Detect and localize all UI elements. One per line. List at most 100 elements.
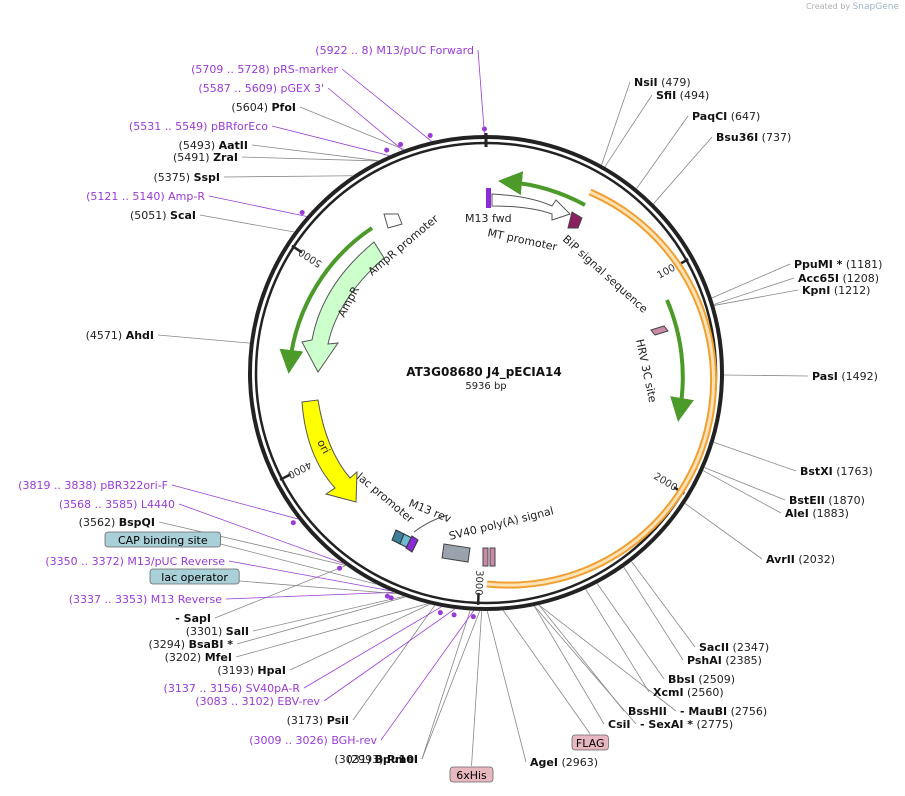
site-nsii: NsiI (479) [634, 76, 691, 89]
leader-line [684, 503, 763, 560]
site-position: (1208) [839, 272, 879, 285]
leader-line [713, 277, 795, 305]
primer-site-marker [299, 210, 305, 216]
tick-label: 2000 [651, 471, 678, 494]
site-name: SacII [699, 641, 729, 654]
feature-label-m13-rev: M13 rev [407, 497, 454, 526]
primer-site-marker [481, 126, 487, 132]
leader-line [533, 605, 605, 725]
site-psii: (3173) PsiI [287, 714, 349, 727]
leader-line [208, 195, 307, 217]
site-zrai: (5491) ZraI [173, 151, 238, 164]
site-sfii: SfiI (494) [656, 89, 709, 102]
site-position: (494) [676, 89, 709, 102]
site-csii: CsiI [608, 718, 630, 731]
leader-line [604, 94, 653, 168]
leader-line [723, 374, 809, 377]
primer-pbr322ori-f: (3819 .. 3838) pBR322ori-F [18, 479, 168, 492]
leader-line [421, 610, 481, 760]
leader-line [327, 87, 403, 151]
leader-line [303, 606, 442, 689]
leader-line [711, 263, 791, 299]
ampr-arrow [301, 241, 385, 373]
primer-ebv-rev: (3083 .. 3102) EBV-rev [195, 695, 320, 708]
tick-mark [291, 244, 303, 254]
leader-line [486, 610, 527, 763]
leader-line [252, 595, 404, 632]
boxed-label-lac-operator [149, 568, 240, 585]
primer-range: (3137 .. 3156) [164, 682, 246, 695]
site-name: Bsu36I [716, 131, 758, 144]
leader-line [158, 521, 347, 566]
site-xcmi: XcmI (2560) [653, 686, 724, 699]
site-position: (1492) [838, 370, 878, 383]
primer-site-marker [388, 595, 394, 601]
primer-amp-r: (5121 .. 5140) Amp-R [86, 190, 205, 203]
leader-line [471, 610, 483, 767]
primer-site-marker [470, 614, 476, 620]
site-alei: AleI (1883) [785, 507, 849, 520]
site-ahdi: (4571) AhdI [86, 329, 154, 342]
leader-line [236, 596, 406, 645]
primer-m13-puc-reverse: (3350 .. 3372) M13/pUC Reverse [45, 555, 225, 568]
primer-name: M13 Reverse [151, 593, 222, 606]
site-position: (2032) [795, 553, 835, 566]
plasmid-name: AT3G08680 J4_pECIA14 [406, 365, 562, 380]
site-sspi: (5375) SspI [153, 171, 220, 184]
site-pfoi: (5604) PfoI [231, 101, 296, 114]
site-position: (1870) [825, 494, 865, 507]
primer-m13-puc-forward: (5922 .. 8) M13/pUC Forward [315, 44, 474, 57]
plasmid-size: 5936 bp [465, 381, 506, 392]
site-sexai: - SexAI * (2775) [640, 718, 733, 731]
leader-line [178, 503, 344, 564]
primer-range: (3083 .. 3102) [195, 695, 277, 708]
leader-line [228, 560, 390, 592]
site-name: AgeI [530, 756, 558, 769]
site-pasi: PasI (1492) [812, 370, 878, 383]
primer-site-marker [290, 520, 296, 526]
primer-range: (5709 .. 5728) [191, 63, 273, 76]
site-sacii: SacII (2347) [699, 641, 769, 654]
site-name: SalI [226, 625, 249, 638]
site-position: (3193) [217, 664, 257, 677]
primer-name: EBV-rev [277, 695, 320, 708]
ampr-green-arc [279, 226, 374, 374]
primer-name: pBRforEco [211, 120, 268, 133]
primer-sv40pa-r: (3137 .. 3156) SV40pA-R [164, 682, 301, 695]
site-name: - SexAI * [640, 718, 693, 731]
feature-label-bip: BiP signal sequence [560, 233, 650, 316]
leader-line [601, 81, 631, 166]
leader-line [220, 543, 377, 585]
primer-range: (5587 .. 5609) [198, 82, 280, 95]
tick-label: 5000 [297, 246, 324, 269]
site-position: (3173) [287, 714, 327, 727]
site-position: (1883) [809, 507, 849, 520]
site-position: (5051) [130, 209, 170, 222]
primer-site-marker [384, 147, 390, 153]
site-name: BstEII [789, 494, 825, 507]
site-maubi: - MauBI (2756) [680, 705, 767, 718]
boxed-label-text: 6xHis [456, 769, 487, 782]
site-position: (2993) [347, 753, 387, 766]
primer-name: pBR322ori-F [100, 479, 168, 492]
feature-label-m13-fwd: M13 fwd [465, 212, 512, 225]
site-avrii: AvrII (2032) [766, 553, 835, 566]
leader-line [223, 175, 353, 178]
primer-range: (3009 .. 3026) [249, 734, 331, 747]
site-name: BstXI [800, 465, 833, 478]
site-name: BsaBI * [189, 638, 234, 651]
site-bbsi: BbsI (2509) [668, 673, 735, 686]
leader-line [702, 470, 782, 514]
leader-line [596, 583, 665, 680]
site-position: (2509) [695, 673, 735, 686]
site-name: Bpu10I [375, 753, 419, 766]
leader-line [241, 156, 379, 162]
leader-line [171, 484, 299, 520]
site-hpai: (3193) HpaI [217, 664, 286, 677]
primer-name: BGH-rev [331, 734, 377, 747]
site-name: ZraI [213, 151, 238, 164]
primer-pbrforeco: (5531 .. 5549) pBRforEco [129, 120, 268, 133]
primer-range: (5922 .. 8) [315, 44, 376, 57]
leader-line [713, 441, 797, 472]
